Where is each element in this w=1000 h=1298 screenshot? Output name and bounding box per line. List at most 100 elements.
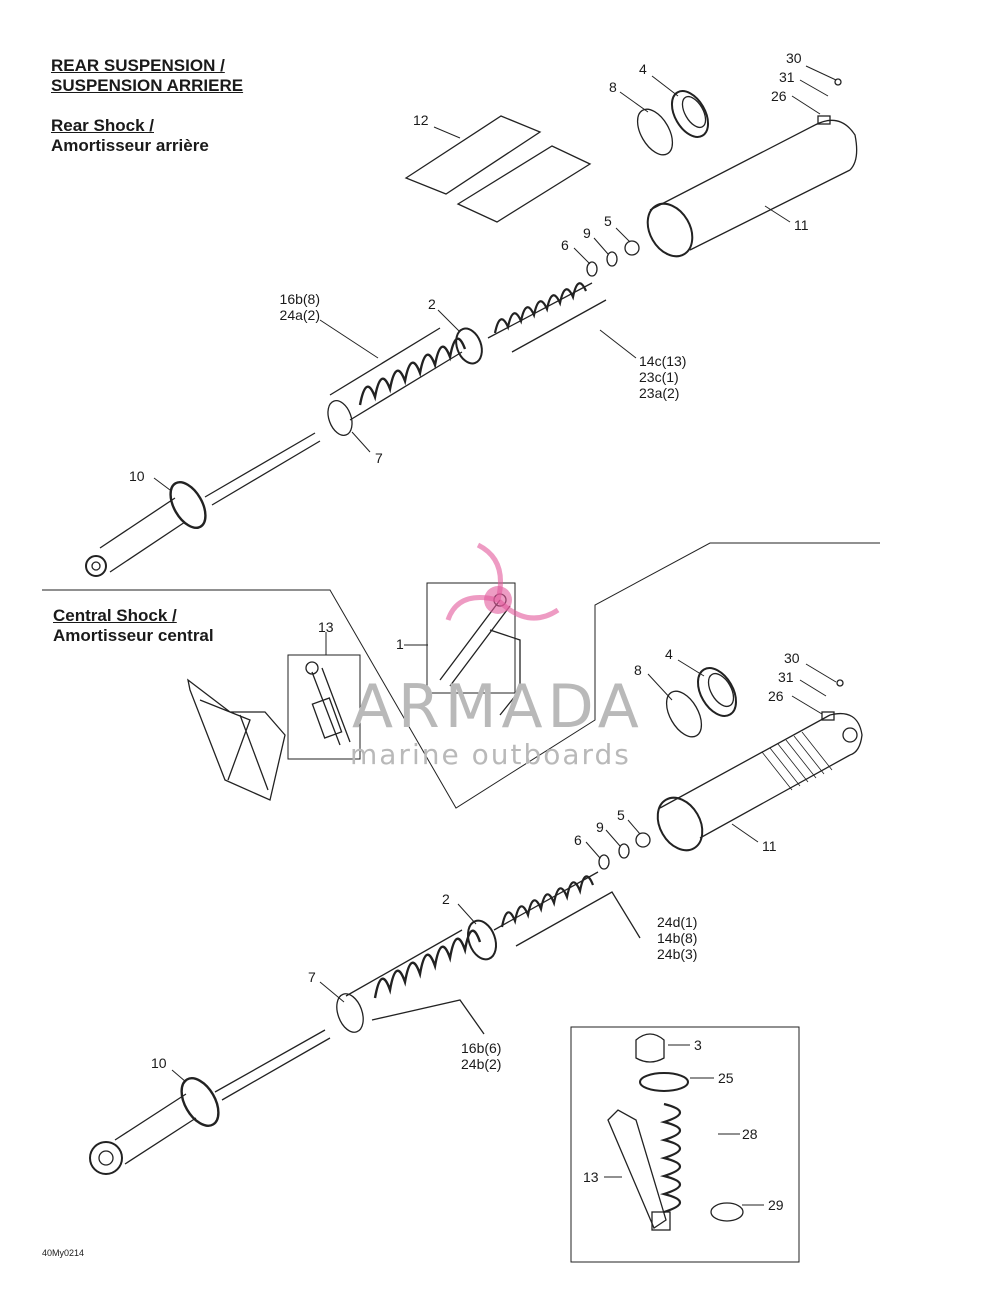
suspension-frame-sketch [187, 678, 286, 801]
section-heading-fr: SUSPENSION ARRIERE [51, 76, 244, 95]
central-shock-heading-fr: Amortisseur central [53, 626, 214, 645]
spring-16b-top [358, 337, 467, 406]
callout-8-top: 8 [609, 79, 617, 95]
inset-box [570, 1026, 800, 1263]
section-heading: REAR SUSPENSION / SUSPENSION ARRIERE [51, 56, 243, 96]
shock-body-11-bottom-ribs [761, 731, 833, 791]
ring-25-inset [639, 1072, 689, 1092]
callout-30-bottom: 30 [784, 650, 800, 666]
bottom-assembly [42, 542, 880, 1263]
callout-1: 1 [396, 636, 404, 652]
callout-31-bottom: 31 [778, 669, 794, 685]
bracket-16b-top [329, 327, 463, 421]
shock-detail-13-body [311, 697, 343, 739]
cap-4-bottom [697, 667, 737, 717]
spring-16b-bottom [373, 929, 482, 999]
rod-10-bottom-eye [89, 1141, 123, 1175]
shock-detail-13-eye [305, 661, 319, 675]
callout-26-top: 26 [771, 88, 787, 104]
callout-16b-bottom-line1: 16b(6) [461, 1040, 502, 1056]
callout-4-top: 4 [639, 61, 647, 77]
fitting-26-bottom [821, 711, 835, 721]
clip-29-inset [710, 1202, 744, 1222]
callout-3-inset: 3 [694, 1037, 702, 1053]
callout-24-bottom-line2: 14b(8) [657, 930, 698, 946]
callout-11-top: 11 [794, 217, 809, 233]
nut-5-top [624, 240, 640, 256]
callout-29-inset: 29 [768, 1197, 784, 1213]
callout-6-top: 6 [561, 237, 569, 253]
rod-10-bottom-shaft [114, 1093, 197, 1165]
callout-24-bottom: 24d(1) 14b(8) 24b(3) [657, 914, 697, 962]
callout-16b-top-line2: 24a(2) [279, 307, 320, 323]
armada-logo-icon [445, 542, 560, 621]
spring-14b-bottom [500, 875, 595, 928]
shock-detail-13 [311, 667, 351, 746]
callout-24-bottom-line1: 24d(1) [657, 914, 698, 930]
grease-fitting-30-bottom [836, 679, 844, 687]
callout-26-bottom: 26 [768, 688, 784, 704]
callout-16b-top: 16b(8) 24a(2) [250, 291, 320, 323]
callout-2-top: 2 [428, 296, 436, 312]
washer-9-top [606, 251, 618, 267]
callout-14c-top-line1: 14c(13) [639, 353, 687, 369]
callout-14c-top-line3: 23a(2) [639, 385, 680, 401]
shock-13-inset-foot [651, 1211, 671, 1231]
callout-16b-bottom: 16b(6) 24b(2) [461, 1040, 501, 1072]
section-frame-lines [42, 542, 880, 809]
callout-4-bottom: 4 [665, 646, 673, 662]
callout-28-inset: 28 [742, 1126, 758, 1142]
bottom-leaders [171, 632, 837, 1083]
cap-3-inset [635, 1033, 665, 1063]
drawing-code: 40My0214 [42, 1248, 85, 1258]
rod-10-top-seal [169, 481, 207, 529]
spring-14c-top [493, 282, 588, 334]
callout-13-bottom: 13 [318, 619, 334, 635]
rod-10-top-eye-hole [91, 561, 101, 571]
fitting-26-top [817, 115, 831, 125]
decal-12a [404, 115, 542, 195]
rod-10-bottom [214, 1029, 331, 1101]
callout-14c-top: 14c(13) 23c(1) 23a(2) [639, 353, 686, 401]
cap-4-top [670, 90, 710, 138]
shock-body-11-bottom [659, 714, 851, 839]
callout-30-top: 30 [786, 50, 802, 66]
rear-shock-heading: Rear Shock / Amortisseur arrière [51, 116, 209, 156]
ring-8-bottom [665, 690, 703, 738]
washer-9-bottom [618, 843, 630, 859]
shock-body-11-top [649, 124, 851, 251]
callout-16b-bottom-line2: 24b(2) [461, 1056, 502, 1072]
cap-4-top-inner [681, 95, 707, 129]
cap-4-bottom-inner [707, 672, 735, 708]
disc-7-bottom [336, 993, 364, 1033]
callout-31-top: 31 [779, 69, 795, 85]
inset-leaders [604, 1044, 764, 1206]
rear-shock-heading-fr: Amortisseur arrière [51, 136, 209, 155]
decal-12b [456, 145, 592, 223]
callout-12: 12 [413, 112, 429, 128]
nut-5-bottom [635, 832, 651, 848]
rear-shock-heading-en: Rear Shock / [51, 116, 154, 135]
shock-body-11-bottom-end [656, 796, 704, 852]
callout-6-bottom: 6 [574, 832, 582, 848]
bracket-14c-top [487, 282, 607, 353]
disc-7-top [327, 400, 353, 436]
callout-9-bottom: 9 [596, 819, 604, 835]
callout-25-inset: 25 [718, 1070, 734, 1086]
detail-box-13 [287, 654, 361, 760]
rod-10-top [204, 432, 321, 506]
shock-eyelet-bottom-hole [842, 727, 858, 743]
rod-10-top-eye [85, 555, 107, 577]
washer-6-bottom [598, 854, 610, 870]
callout-5-top: 5 [604, 213, 612, 229]
callout-10-top: 10 [129, 468, 145, 484]
callout-10-bottom: 10 [151, 1055, 167, 1071]
ring-8-top [636, 108, 674, 156]
callout-7-bottom: 7 [308, 969, 316, 985]
shock-13-inset [607, 1109, 667, 1229]
washer-6-top [586, 261, 598, 277]
shock-detail-1 [439, 599, 521, 716]
watermark-brand: ARMADA [352, 672, 644, 742]
rod-10-bottom-eye-hole [98, 1150, 114, 1166]
